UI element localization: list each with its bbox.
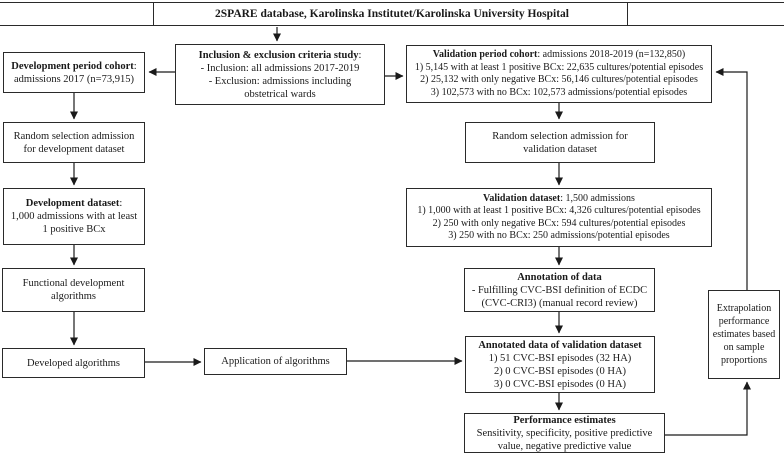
box-random-selection-development: Random selection admission for developme…: [3, 122, 145, 163]
box-line: Application of algorithms: [221, 356, 330, 367]
box-line: 1) 5,145 with at least 1 positive BCx: 2…: [414, 61, 704, 73]
box-line: Random selection admission for: [492, 130, 628, 142]
box-line: 1) 1,000 with at least 1 positive BCx: 4…: [417, 205, 701, 216]
box-line: - Fulfilling CVC-BSI definition of ECDC: [471, 284, 648, 296]
box-line: obstetrical wards: [244, 88, 316, 100]
box-line: - Exclusion: admissions including: [208, 75, 352, 87]
box-line: 3) 250 with no BCx: 250 admissions/poten…: [448, 230, 670, 241]
box-developed-algorithms: Developed algorithms: [2, 348, 145, 378]
box-line: 3) 0 CVC-BSI episodes (0 HA): [493, 378, 627, 390]
box-title-line: Validation period cohort: admissions 201…: [432, 49, 686, 60]
title-box-right-edge: [627, 2, 628, 26]
box-inclusion-exclusion-criteria: Inclusion & exclusion criteria study: - …: [175, 44, 385, 105]
box-line: - Inclusion: all admissions 2017-2019: [200, 62, 360, 74]
title-text: 2SPARE database, Karolinska Institutet/K…: [215, 8, 569, 20]
title-box: 2SPARE database, Karolinska Institutet/K…: [0, 2, 784, 26]
box-line: Functional development: [22, 278, 125, 289]
box-validation-period-cohort: Validation period cohort: admissions 201…: [406, 45, 712, 103]
box-line: admissions 2017 (n=73,915): [14, 73, 134, 85]
box-line: for development dataset: [23, 143, 125, 155]
box-application-of-algorithms: Application of algorithms: [204, 348, 347, 375]
box-line: algorithms: [51, 291, 96, 302]
box-random-selection-validation: Random selection admission for validatio…: [465, 122, 655, 163]
box-line: 1 positive BCx: [42, 224, 106, 235]
title-box-left-edge: [153, 2, 154, 26]
box-annotation-of-data: Annotation of data - Fulfilling CVC-BSI …: [464, 268, 655, 312]
box-title-line: Performance estimates: [513, 414, 616, 426]
box-line: 1) 51 CVC-BSI episodes (32 HA): [488, 352, 632, 364]
box-line: validation dataset: [523, 143, 597, 155]
box-performance-estimates: Performance estimates Sensitivity, speci…: [464, 413, 665, 453]
box-line: value, negative predictive value: [497, 440, 632, 452]
box-title-line: Validation dataset: 1,500 admissions: [483, 192, 635, 204]
box-title-line: Annotated data of validation dataset: [478, 339, 642, 351]
box-line: Random selection admission: [13, 130, 135, 142]
box-validation-dataset: Validation dataset: 1,500 admissions 1) …: [406, 188, 712, 247]
box-development-dataset: Development dataset: 1,000 admissions wi…: [3, 188, 145, 245]
box-line: Extrapolation performance estimates base…: [712, 303, 776, 366]
box-line: 2) 0 CVC-BSI episodes (0 HA): [493, 365, 627, 377]
box-development-period-cohort: Development period cohort: admissions 20…: [3, 52, 145, 93]
box-line: Developed algorithms: [26, 357, 121, 369]
box-line: Sensitivity, specificity, positive predi…: [476, 427, 653, 439]
box-extrapolation-performance: Extrapolation performance estimates base…: [708, 290, 780, 379]
box-title-line: Annotation of data: [517, 271, 602, 283]
box-line: 2) 25,132 with only negative BCx: 56,146…: [420, 74, 698, 85]
box-annotated-data-validation: Annotated data of validation dataset 1) …: [465, 336, 655, 393]
box-functional-development-algorithms: Functional development algorithms: [2, 268, 145, 312]
box-line: (CVC-CRI3) (manual record review): [481, 297, 638, 309]
box-title-line: Development period cohort:: [11, 60, 137, 72]
box-line: 1,000 admissions with at least: [10, 211, 138, 222]
box-line: 2) 250 with only negative BCx: 594 cultu…: [432, 217, 686, 229]
box-title-line: Development dataset:: [25, 198, 123, 209]
box-title-line: Inclusion & exclusion criteria study:: [198, 49, 362, 61]
box-line: 3) 102,573 with no BCx: 102,573 admissio…: [430, 86, 688, 98]
